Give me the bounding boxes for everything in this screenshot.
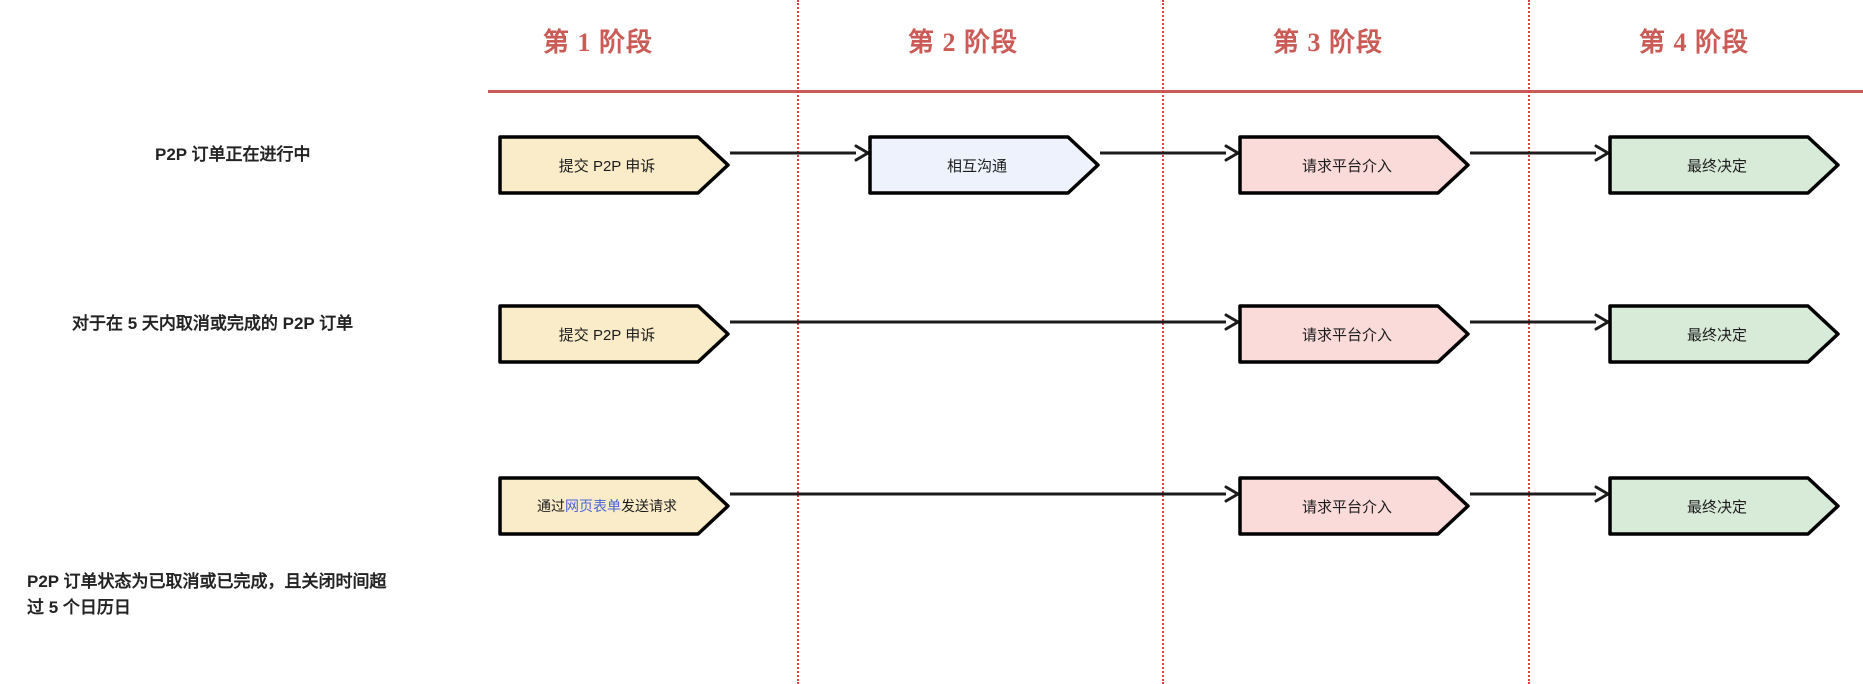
node-r1-request-platform[interactable]: 请求平台介入: [1238, 135, 1470, 195]
connector-r3-2: [1470, 485, 1610, 503]
stage-divider-3: [1528, 0, 1530, 684]
node-label: 请求平台介入: [1301, 157, 1392, 175]
stage-divider-2: [1162, 0, 1164, 684]
node-label: 请求平台介入: [1301, 326, 1392, 344]
connector-r2-1: [730, 313, 1240, 331]
node-r3-final-decision[interactable]: 最终决定: [1608, 476, 1840, 536]
connector-r1-3: [1470, 144, 1610, 162]
connector-r1-2: [1100, 144, 1240, 162]
node-label-suffix: 发送请求: [621, 498, 677, 514]
chevron-shape-pink: [1238, 135, 1470, 195]
chevron-shape-green: [1608, 304, 1840, 364]
node-r2-submit-appeal[interactable]: 提交 P2P 申诉: [498, 304, 730, 364]
stage-header-2: 第 2 阶段: [907, 28, 1018, 57]
chevron-shape-yellow: [498, 135, 730, 195]
node-label-prefix: 通过: [537, 498, 565, 514]
node-r3-request-platform[interactable]: 请求平台介入: [1238, 476, 1470, 536]
row-label-3: P2P 订单状态为已取消或已完成，且关闭时间超 过 5 个日历日: [27, 569, 467, 622]
row-label-3-line-1: P2P 订单状态为已取消或已完成，且关闭时间超: [27, 572, 387, 591]
node-r2-request-platform[interactable]: 请求平台介入: [1238, 304, 1470, 364]
row-label-3-line-2: 过 5 个日历日: [27, 598, 131, 618]
chevron-shape-green: [1608, 476, 1840, 536]
stage-header-rule: [488, 90, 1863, 93]
node-r1-mutual-communication[interactable]: 相互沟通: [868, 135, 1100, 195]
node-label: 请求平台介入: [1301, 498, 1392, 516]
node-label: 最终决定: [1686, 157, 1747, 175]
node-label: 最终决定: [1686, 326, 1747, 344]
node-label: 最终决定: [1686, 498, 1747, 516]
node-r1-submit-appeal[interactable]: 提交 P2P 申诉: [498, 135, 730, 195]
node-label: 提交 P2P 申诉: [558, 157, 656, 175]
chevron-shape-green: [1608, 135, 1840, 195]
node-r3-send-request-webform[interactable]: 通过网页表单发送请求: [498, 476, 730, 536]
connector-r2-2: [1470, 313, 1610, 331]
node-r1-final-decision[interactable]: 最终决定: [1608, 135, 1840, 195]
webform-link[interactable]: 网页表单: [565, 498, 621, 514]
stage-divider-1: [797, 0, 799, 684]
node-label-composite: 通过网页表单发送请求: [537, 496, 691, 516]
connector-r3-1: [730, 485, 1240, 503]
chevron-shape-blue: [868, 135, 1100, 195]
row-label-2: 对于在 5 天内取消或完成的 P2P 订单: [72, 311, 462, 337]
chevron-shape-pink: [1238, 304, 1470, 364]
stage-header-1: 第 1 阶段: [542, 28, 653, 57]
row-label-1-line-1: P2P 订单正在进行中: [155, 145, 311, 164]
node-r2-final-decision[interactable]: 最终决定: [1608, 304, 1840, 364]
chevron-shape-yellow: [498, 304, 730, 364]
chevron-shape-pink: [1238, 476, 1470, 536]
row-label-1: P2P 订单正在进行中: [155, 142, 455, 168]
stage-header-3: 第 3 阶段: [1272, 28, 1383, 57]
stage-header-4: 第 4 阶段: [1638, 28, 1749, 57]
node-label: 相互沟通: [946, 157, 1007, 175]
row-label-2-line-1: 对于在 5 天内取消或完成的 P2P 订单: [72, 314, 354, 333]
connector-r1-1: [730, 144, 870, 162]
node-label: 提交 P2P 申诉: [558, 326, 656, 344]
chevron-shape-yellow: [498, 476, 730, 536]
